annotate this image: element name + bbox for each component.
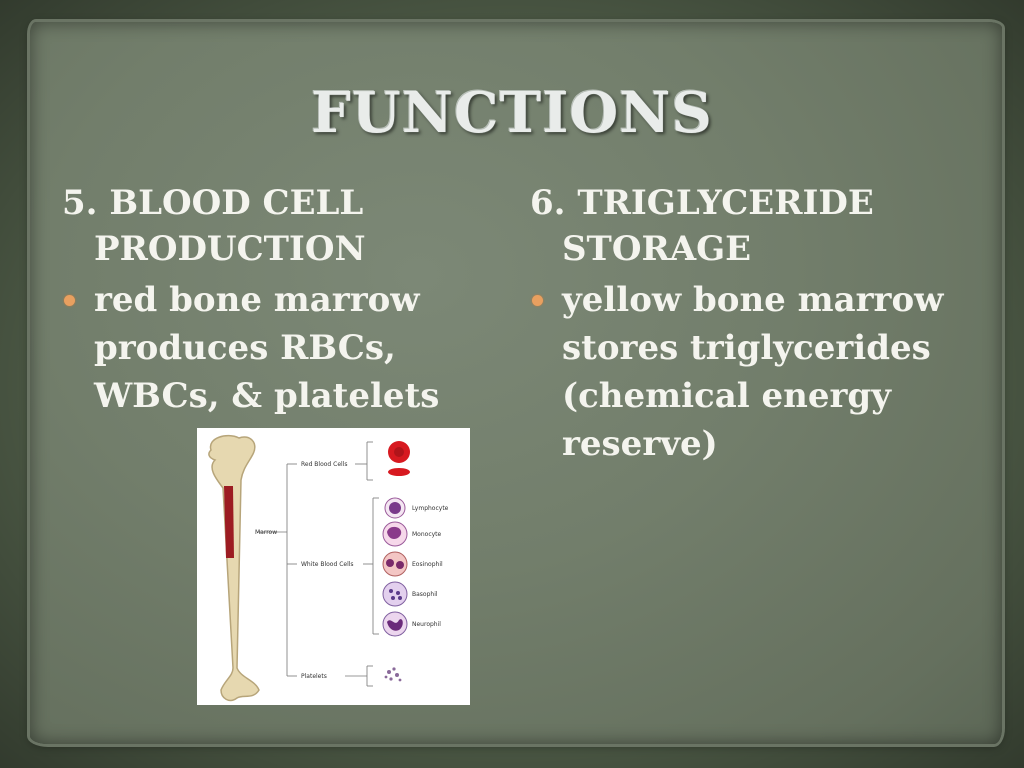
bullet-dot-icon: [532, 295, 543, 306]
label-lymphocyte: Lymphocyte: [412, 505, 449, 512]
right-heading: 6. TRIGLYCERIDE STORAGE: [530, 180, 990, 272]
red-blood-cell-side-icon: [388, 468, 410, 476]
basophil-icon: [382, 581, 408, 607]
label-red-blood-cells: Red Blood Cells: [301, 461, 348, 468]
right-bullet-text: yellow bone marrow stores triglycerides …: [562, 280, 944, 464]
left-column: 5. BLOOD CELL PRODUCTION red bone marrow…: [62, 180, 462, 420]
lymphocyte-icon: [384, 497, 406, 519]
label-platelets: Platelets: [301, 673, 327, 680]
right-bullet: yellow bone marrow stores triglycerides …: [530, 276, 990, 468]
platelets-icon: [384, 667, 402, 682]
marrow-region: [224, 486, 234, 558]
femur-bone-icon: [208, 434, 260, 702]
bone-marrow-diagram: Red Blood Cells Marrow White Blood Cells…: [197, 428, 470, 705]
label-marrow: Marrow: [255, 529, 277, 536]
eosinophil-icon: [382, 551, 408, 577]
label-neurophil: Neurophil: [412, 621, 441, 628]
right-column: 6. TRIGLYCERIDE STORAGE yellow bone marr…: [530, 180, 990, 468]
paper-background: [30, 22, 1002, 744]
slide-title: FUNCTIONS: [311, 80, 713, 146]
left-heading: 5. BLOOD CELL PRODUCTION: [62, 180, 462, 272]
label-basophil: Basophil: [412, 591, 438, 598]
right-heading-line2: STORAGE: [562, 229, 752, 269]
label-eosinophil: Eosinophil: [412, 561, 443, 568]
left-bullet-text: red bone marrow produces RBCs, WBCs, & p…: [94, 280, 440, 416]
bone-marrow-svg: Red Blood Cells Marrow White Blood Cells…: [208, 434, 449, 702]
right-heading-line1: 6. TRIGLYCERIDE: [530, 183, 874, 223]
left-bullet: red bone marrow produces RBCs, WBCs, & p…: [62, 276, 462, 420]
bullet-dot-icon: [64, 295, 75, 306]
label-white-blood-cells: White Blood Cells: [301, 561, 354, 568]
monocyte-icon: [382, 521, 408, 547]
left-heading-line2: PRODUCTION: [94, 229, 366, 269]
label-monocyte: Monocyte: [412, 531, 442, 538]
left-heading-line1: 5. BLOOD CELL: [62, 183, 364, 223]
neurophil-icon: [382, 611, 408, 637]
